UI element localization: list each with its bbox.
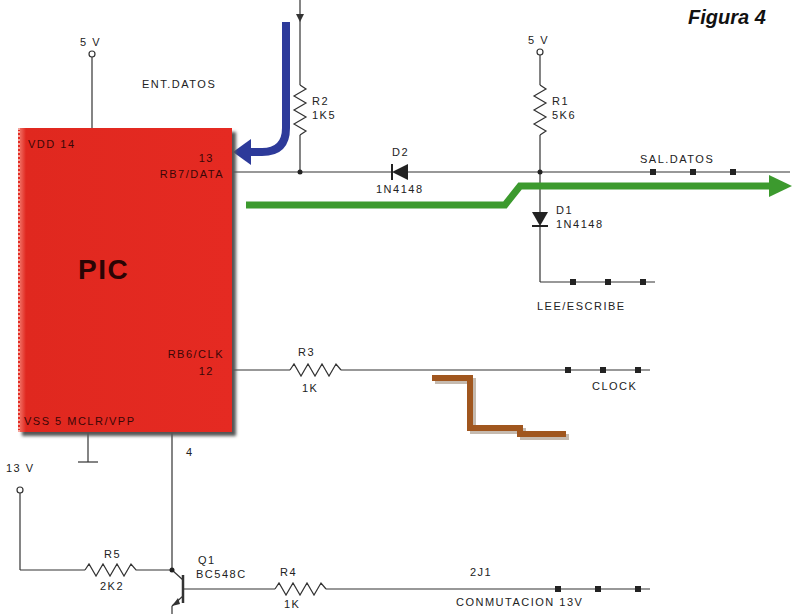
wire — [232, 369, 290, 370]
line-marker — [730, 169, 736, 175]
part-name: Q1 — [198, 554, 216, 567]
line-marker — [565, 367, 571, 373]
junction-dot — [298, 170, 303, 175]
resistor-symbol — [275, 583, 326, 595]
part-value: 1N4148 — [556, 218, 604, 231]
diode-bar — [391, 164, 393, 180]
chip-name: PIC — [78, 254, 129, 286]
part-name: R3 — [298, 346, 315, 359]
wire — [91, 57, 92, 128]
resistor-symbol — [290, 364, 341, 376]
part-name: D1 — [556, 204, 573, 217]
part-name: R5 — [104, 548, 121, 561]
pin-label: RB6/CLK — [168, 348, 224, 361]
wire — [539, 226, 540, 282]
part-value: 2K2 — [100, 580, 124, 593]
wire — [87, 432, 88, 462]
line-marker — [570, 279, 576, 285]
microcontroller-chip: VDD 14 13RB7/DATA PIC RB6/CLK 12VSS 5 MCLR/V… — [18, 128, 232, 432]
line-marker — [690, 169, 696, 175]
pin-label: VDD 14 — [28, 138, 76, 151]
line-marker — [605, 279, 611, 285]
line-marker — [650, 169, 656, 175]
pin-number: 13 — [199, 152, 214, 165]
part-name: D2 — [392, 146, 409, 159]
part-name: R2 — [312, 95, 329, 108]
output-arrow — [246, 186, 770, 205]
supply-terminal — [537, 49, 543, 55]
wire — [171, 432, 172, 570]
supply-terminal — [89, 51, 95, 57]
pin-label: VSS 5 MCLR/VPP — [24, 415, 135, 428]
input-arrowhead — [233, 139, 251, 165]
line-marker — [635, 367, 641, 373]
wire — [540, 281, 655, 282]
supply-terminal — [17, 487, 23, 493]
part-name: R1 — [552, 95, 569, 108]
pin-number: 4 — [186, 446, 194, 459]
wire — [19, 493, 20, 570]
transistor-emitter — [172, 596, 183, 606]
line-marker — [640, 279, 646, 285]
wire — [20, 569, 85, 570]
diode-symbol — [532, 212, 548, 226]
connector-name: 2J1 — [470, 566, 492, 579]
part-value: 1N4148 — [376, 183, 424, 196]
wire — [299, 0, 300, 85]
part-value: 1K — [284, 598, 300, 611]
wire — [171, 606, 172, 614]
part-value: BC548C — [196, 568, 247, 581]
part-value: 1K — [302, 382, 318, 395]
signal-name: CONMUTACION 13V — [456, 596, 583, 609]
supply-label: 5 V — [528, 34, 549, 47]
diode-symbol — [392, 164, 408, 180]
wire-arrow — [296, 14, 304, 22]
resistor-symbol — [534, 85, 546, 135]
signal-name: LEE/ESCRIBE — [537, 300, 626, 313]
input-arrow — [250, 22, 286, 152]
part-name: R4 — [280, 566, 297, 579]
line-marker — [600, 367, 606, 373]
line-marker — [635, 586, 641, 592]
wire — [539, 55, 540, 85]
output-arrowhead — [769, 175, 792, 197]
clock-wave — [432, 378, 566, 434]
resistor-symbol — [294, 85, 306, 135]
junction-dot — [538, 170, 543, 175]
signal-name: CLOCK — [592, 380, 637, 393]
diode-bar — [532, 225, 548, 227]
supply-label: 13 V — [6, 462, 35, 475]
ground-symbol — [78, 461, 98, 462]
wire — [326, 588, 650, 589]
emitter-arrow — [172, 598, 180, 606]
wire — [299, 135, 300, 172]
wire — [183, 588, 275, 589]
line-marker — [595, 586, 601, 592]
junction-dot — [170, 568, 175, 573]
wire — [232, 171, 392, 172]
line-marker — [555, 586, 561, 592]
supply-label: 5 V — [80, 36, 101, 49]
pin-number: 12 — [199, 365, 214, 378]
figure-title: Figura 4 — [688, 6, 766, 29]
pin-label: RB7/DATA — [160, 168, 224, 181]
part-value: 5K6 — [552, 109, 576, 122]
signal-name: ENT.DATOS — [142, 78, 216, 91]
signal-name: SAL.DATOS — [640, 153, 714, 166]
part-value: 1K5 — [312, 109, 336, 122]
resistor-symbol — [85, 564, 172, 576]
